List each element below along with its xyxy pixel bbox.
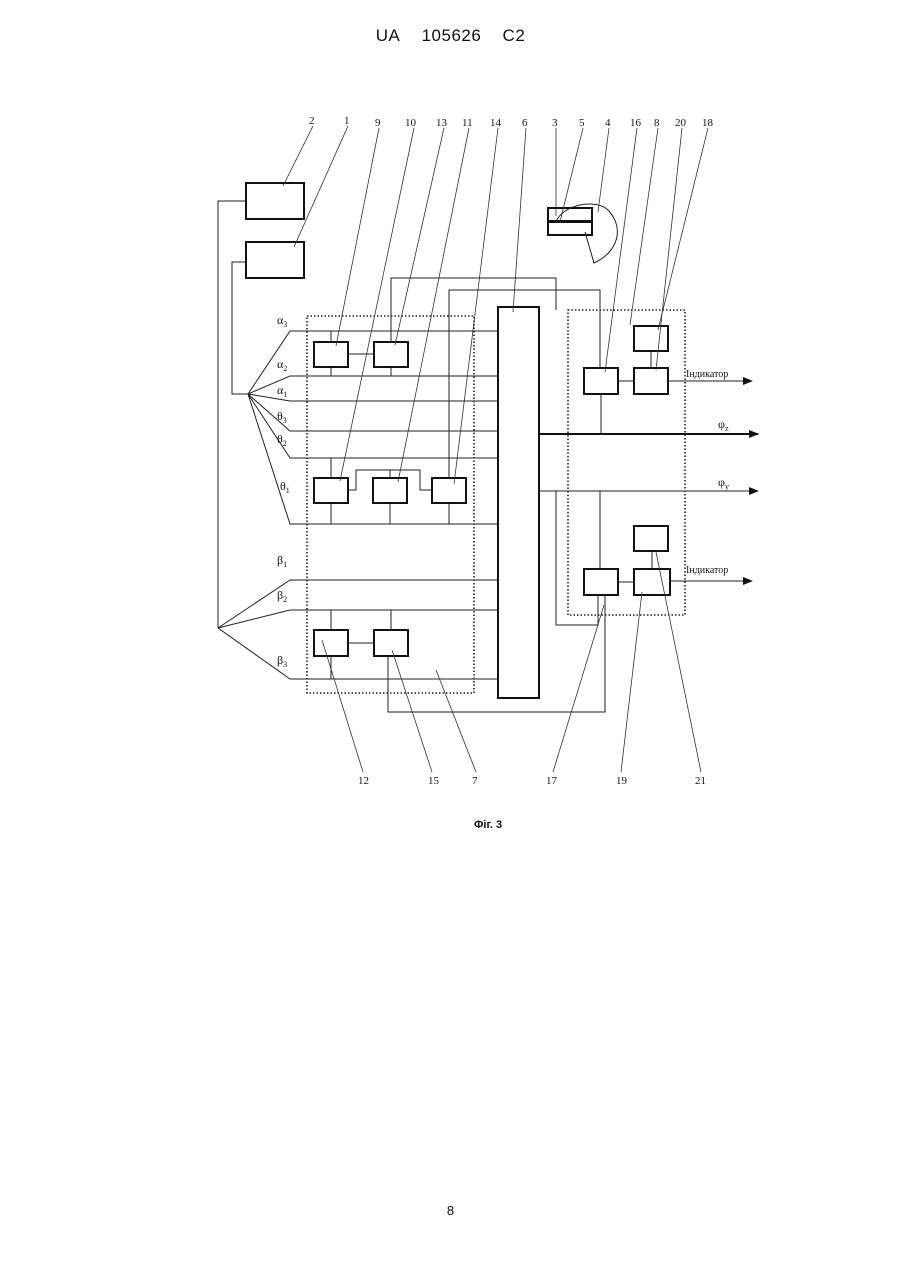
figure-caption: Фіг. 3 <box>474 819 502 831</box>
wire-block1-to-sensors <box>232 262 248 394</box>
page-number: 8 <box>0 1203 901 1218</box>
label-6: 6 <box>522 117 528 129</box>
top-number-labels: 2 1 9 10 13 11 14 6 3 5 4 16 8 20 18 <box>309 115 714 129</box>
block-11 <box>373 478 407 503</box>
label-7: 7 <box>472 775 478 787</box>
label-5: 5 <box>579 117 585 129</box>
signal-alpha2: α2 <box>277 357 287 373</box>
block-16 <box>584 368 618 394</box>
label-9: 9 <box>375 117 381 129</box>
block-21 <box>634 526 668 551</box>
signal-theta1: θ1 <box>280 479 290 495</box>
label-3: 3 <box>552 117 558 129</box>
block-6 <box>498 307 539 698</box>
block-17 <box>584 569 618 595</box>
signal-theta3: θ3 <box>277 409 287 425</box>
label-14: 14 <box>490 117 502 129</box>
wire-6-to-17 <box>556 491 598 625</box>
label-12: 12 <box>358 775 369 787</box>
label-20: 20 <box>675 117 687 129</box>
indicator-label-bottom: Індикатор <box>686 565 728 576</box>
label-1: 1 <box>344 115 350 127</box>
label-4: 4 <box>605 117 611 129</box>
block-2 <box>246 183 304 219</box>
label-13: 13 <box>436 117 448 129</box>
label-21: 21 <box>695 775 706 787</box>
label-17: 17 <box>546 775 558 787</box>
sensor-3-5-4 <box>548 204 617 263</box>
label-16: 16 <box>630 117 642 129</box>
beta-group-wiring <box>331 595 605 712</box>
block-1 <box>246 242 304 278</box>
block-20 <box>634 326 668 351</box>
label-11: 11 <box>462 117 473 129</box>
label-18: 18 <box>702 117 714 129</box>
signal-beta2: β2 <box>277 588 287 604</box>
label-8: 8 <box>654 117 660 129</box>
block-9 <box>314 342 348 367</box>
label-2: 2 <box>309 115 315 127</box>
signal-theta2: θ2 <box>277 432 287 448</box>
bottom-number-labels: 12 15 7 17 19 21 <box>358 775 706 787</box>
label-15: 15 <box>428 775 440 787</box>
block-10 <box>314 478 348 503</box>
block-13 <box>374 342 408 367</box>
block-19 <box>634 569 670 595</box>
top-leader-lines <box>283 126 708 484</box>
sensor-fan-lower <box>218 580 498 679</box>
block-15 <box>374 630 408 656</box>
signal-alpha1: α1 <box>277 383 287 399</box>
block-12 <box>314 630 348 656</box>
block-8 <box>634 368 668 394</box>
label-10: 10 <box>405 117 417 129</box>
signal-phi-y: φy <box>718 475 729 491</box>
indicator-label-top: Індикатор <box>686 369 728 380</box>
label-19: 19 <box>616 775 628 787</box>
signal-beta1: β1 <box>277 553 287 569</box>
signal-phi-z: φz <box>718 417 729 433</box>
block-14 <box>432 478 466 503</box>
signal-beta3: β3 <box>277 653 287 669</box>
signal-alpha3: α3 <box>277 313 287 329</box>
